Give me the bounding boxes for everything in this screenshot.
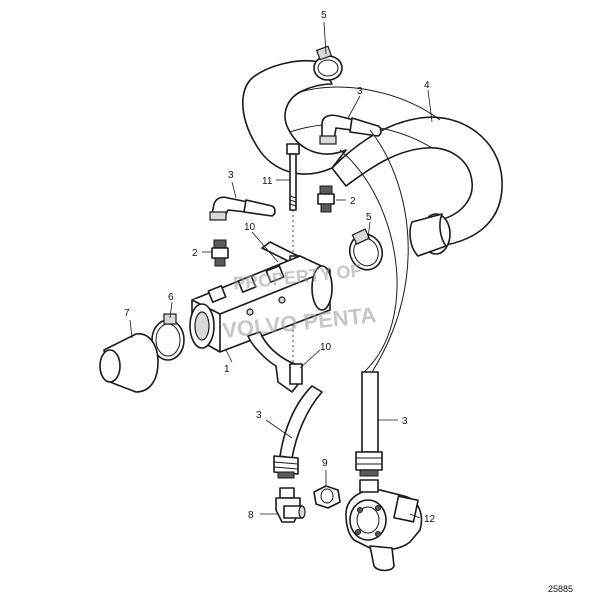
valve-housing-part-12 [345, 479, 423, 572]
callout-11: 11 [262, 176, 273, 187]
callout-12: 12 [424, 514, 436, 525]
callout-5-top: 5 [321, 10, 327, 21]
hose-clamp-part-5-mid [348, 228, 384, 271]
callout-2-right: 2 [350, 196, 356, 207]
callout-3-top: 3 [357, 86, 363, 97]
callout-3-left: 3 [228, 170, 234, 181]
elbow-fitting-part-3-left [209, 196, 276, 221]
elbow-fitting-part-3-top [319, 114, 382, 145]
hose-sleeve-part-7 [99, 333, 159, 393]
figure-number: 25885 [548, 584, 573, 594]
hose-part-3-bottom-right [339, 129, 409, 477]
callout-2-left: 2 [192, 248, 198, 259]
callout-10-top: 10 [244, 222, 256, 233]
callout-7: 7 [124, 308, 130, 319]
callout-numbers: 5 3 4 11 2 3 10 5 2 7 6 1 10 3 3 9 8 12 [124, 10, 436, 525]
callout-10-bottom: 10 [320, 342, 332, 353]
bracket-part-10-bottom [247, 331, 303, 393]
hose-part-4 [242, 59, 503, 257]
adapter-part-2-left [211, 239, 229, 267]
hose-part-3-bottom-left [273, 385, 323, 479]
callout-4: 4 [424, 80, 430, 91]
hose-clamp-part-5-top [313, 45, 343, 81]
callout-8: 8 [248, 510, 254, 521]
callout-3-bottom-right: 3 [402, 416, 408, 427]
elbow-connector-part-8 [275, 487, 306, 523]
adapter-part-2-right [317, 185, 335, 213]
callout-5-mid: 5 [366, 212, 372, 223]
leader-lines [129, 21, 433, 519]
nipple-fitting-part-9 [313, 485, 341, 509]
callout-6: 6 [168, 292, 174, 303]
callout-3-bottom-left: 3 [256, 410, 262, 421]
callout-1: 1 [224, 364, 230, 375]
callout-9: 9 [322, 458, 328, 469]
heat-exchanger-part-1 [189, 255, 333, 353]
